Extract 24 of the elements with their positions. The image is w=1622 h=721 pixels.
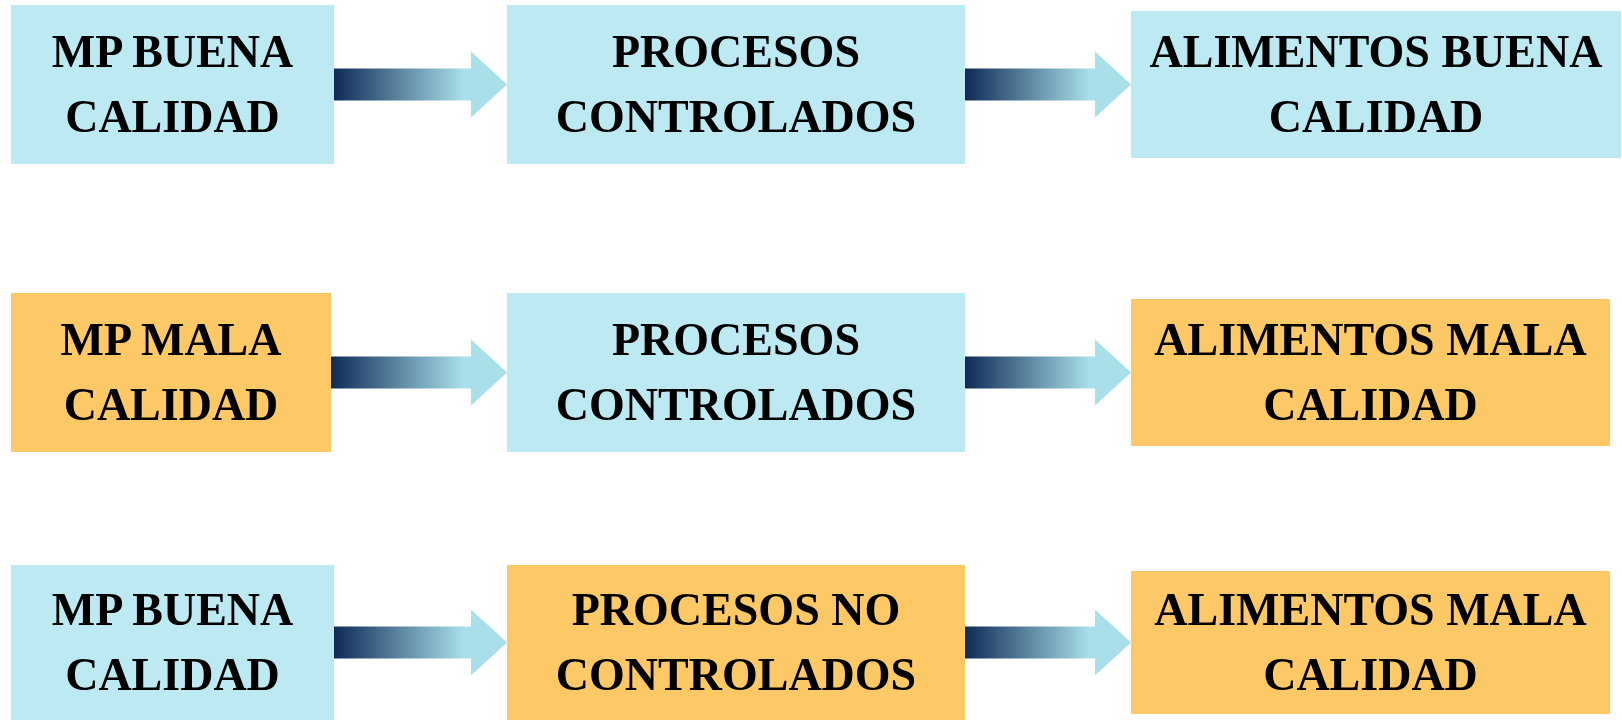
process-box — [1131, 299, 1610, 446]
box-label: PROCESOS CONTROLADOS — [554, 313, 918, 432]
process-box — [507, 565, 965, 720]
arrow — [965, 51, 1131, 118]
arrow — [965, 339, 1131, 406]
box-label: MP BUENA CALIDAD — [50, 583, 295, 702]
box-label: ALIMENTOS MALA CALIDAD — [1153, 313, 1588, 432]
process-box — [11, 565, 334, 720]
box-label: ALIMENTOS MALA CALIDAD — [1153, 583, 1588, 702]
box-label: ALIMENTOS BUENA CALIDAD — [1148, 25, 1604, 144]
box-label: PROCESOS CONTROLADOS — [554, 25, 918, 144]
arrow — [331, 339, 507, 406]
process-box — [507, 5, 965, 164]
box-label: MP MALA CALIDAD — [59, 313, 283, 432]
process-box — [1131, 571, 1610, 714]
process-box — [11, 5, 334, 164]
process-box — [11, 293, 331, 452]
arrow — [334, 51, 507, 118]
box-label: PROCESOS NO CONTROLADOS — [554, 583, 918, 702]
arrow — [965, 609, 1131, 676]
process-box — [507, 293, 965, 452]
arrow — [334, 609, 507, 676]
box-label: MP BUENA CALIDAD — [50, 25, 295, 144]
process-box — [1131, 11, 1621, 158]
